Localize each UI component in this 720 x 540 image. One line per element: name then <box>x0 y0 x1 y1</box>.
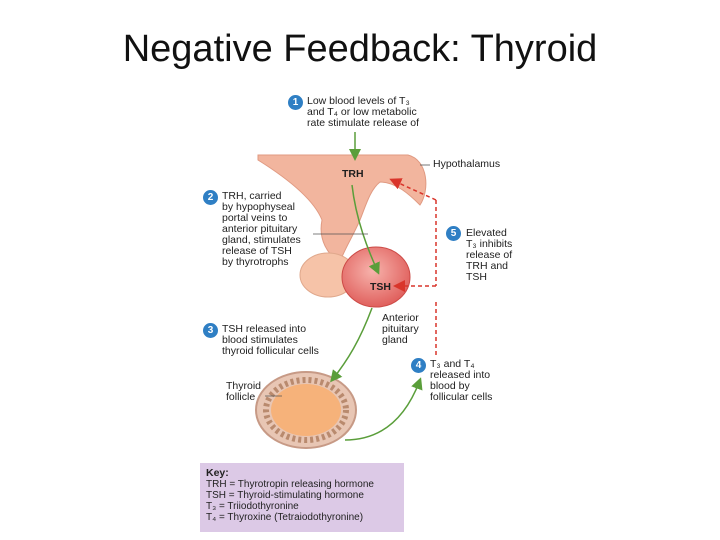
arrow-follicle-to-blood <box>344 377 423 441</box>
step-4-text: T₃ and T₄ released into blood by follicu… <box>430 358 493 403</box>
slide-title: Negative Feedback: Thyroid <box>122 28 598 70</box>
inhibit-arrow-to-hypothalamus <box>389 178 437 201</box>
arrow-trh-to-pituitary <box>351 184 380 275</box>
tsh-label: TSH <box>370 281 391 293</box>
step-1-text: Low blood levels of T₃ and T₄ or low met… <box>307 95 420 129</box>
trh-label: TRH <box>342 168 364 180</box>
follicle-cell-ring <box>263 377 349 443</box>
thyroid-follicle-label: Thyroid follicle <box>226 380 262 403</box>
key-line-t3: T₃ = Triiodothyronine <box>206 501 299 512</box>
key-line-t4: T₄ = Thyroxine (Tetraiodothyronine) <box>206 512 364 523</box>
key-box: Key: TRH = Thyrotropin releasing hormone… <box>200 463 404 532</box>
key-line-trh: TRH = Thyrotropin releasing hormone <box>206 479 374 490</box>
key-line-tsh: TSH = Thyroid-stimulating hormone <box>206 490 364 501</box>
hypothalamus-label: Hypothalamus <box>433 158 501 170</box>
key-title: Key: <box>206 467 229 479</box>
arrow-tsh-to-follicle <box>330 307 373 383</box>
anterior-pituitary-label: Anterior pituitary gland <box>382 312 419 346</box>
follicle-colloid <box>271 384 341 436</box>
step-3-text: TSH released into blood stimulates thyro… <box>222 323 319 357</box>
step-1-badge: 1 <box>288 95 303 110</box>
step-4-badge: 4 <box>411 358 426 373</box>
hypothalamus-shape <box>257 154 427 263</box>
step-5-text: Elevated T₃ inhibits release of TRH and … <box>466 227 513 283</box>
anterior-pituitary-shape <box>341 246 411 308</box>
step-2-text: TRH, carried by hypophyseal portal veins… <box>222 190 301 268</box>
step-3-badge: 3 <box>203 323 218 338</box>
step-2-badge: 2 <box>203 190 218 205</box>
step-5-badge: 5 <box>446 226 461 241</box>
